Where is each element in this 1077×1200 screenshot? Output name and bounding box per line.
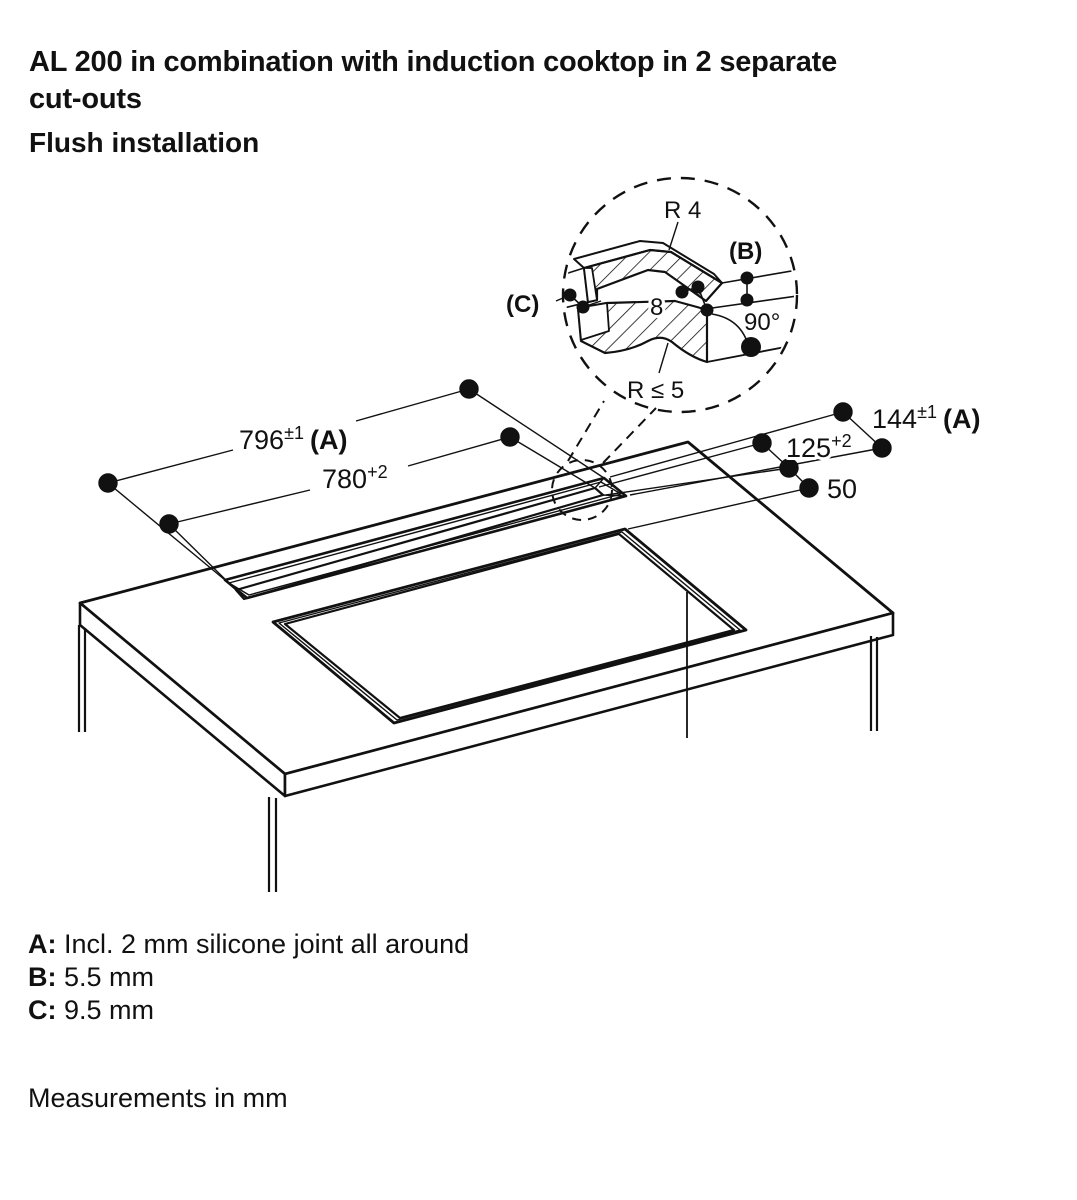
section-surface-mid-right	[711, 295, 794, 309]
detail-label-90: 90°	[744, 309, 780, 336]
dim-line-796-b	[355, 388, 470, 422]
legend-row-a: A:Incl. 2 mm silicone joint all around	[28, 928, 469, 960]
page-title-line1: AL 200 in combination with induction coo…	[29, 46, 838, 78]
page-title: AL 200 in combination with induction coo…	[29, 44, 989, 118]
detail-dots	[563, 271, 761, 357]
page-subtitle: Flush installation	[29, 127, 260, 158]
countertop	[78, 440, 895, 798]
ext-line-125-front	[605, 467, 790, 496]
legend-key-b: B:	[28, 962, 57, 992]
legend-key-c: C:	[28, 995, 57, 1025]
dim-dot	[500, 427, 520, 447]
detail-dot-c1	[563, 288, 577, 302]
detail-dot-8b	[691, 280, 705, 294]
magnifier-connector-left	[567, 400, 605, 462]
detail-dot-90	[741, 337, 761, 357]
detail-label-c: (C)	[506, 291, 539, 318]
detail-dot-c2	[576, 300, 590, 314]
detail-label-b: (B)	[729, 238, 762, 265]
magnifier-connector-right	[602, 407, 657, 464]
detail-circle	[561, 176, 799, 414]
ext-line-780-left	[168, 523, 237, 591]
dim-dot	[159, 514, 179, 534]
measurements-note: Measurements in mm	[28, 1083, 288, 1113]
dim-dot	[872, 438, 892, 458]
dim-label-125: 125+2	[786, 431, 852, 463]
countertop-front-face	[283, 611, 895, 798]
dim-dot	[98, 473, 118, 493]
section-surface-top-right	[721, 269, 794, 284]
legend-text-a: Incl. 2 mm silicone joint all around	[64, 929, 470, 959]
dim-dot	[799, 478, 819, 498]
legend: A:Incl. 2 mm silicone joint all around B…	[28, 928, 469, 1027]
legend-row-b: B:5.5 mm	[28, 961, 469, 993]
table-legs	[77, 592, 879, 892]
dim-dot	[459, 379, 479, 399]
magnifier-source-circle	[551, 459, 613, 521]
dim-line-780-b	[407, 436, 511, 467]
legend-text-b: 5.5 mm	[64, 962, 155, 992]
ext-line-780-right	[509, 436, 596, 489]
dim-label-796: 796±1(A)	[239, 423, 347, 455]
dim-dot	[779, 458, 799, 478]
legend-key-a: A:	[28, 929, 57, 959]
detail-label-r4: R 4	[664, 197, 701, 224]
detail-label-r5: R ≤ 5	[627, 377, 684, 404]
al200-step-wall-right-back	[594, 477, 605, 489]
legend-text-c: 9.5 mm	[64, 995, 155, 1025]
leader-r4	[668, 221, 679, 251]
dim-dot	[752, 433, 772, 453]
ext-line-144-back	[609, 411, 844, 478]
al200-step-wall-left-front	[243, 597, 248, 600]
dimensions-length	[98, 379, 605, 591]
cooktop-step-line	[278, 531, 741, 721]
section-surface-top-left	[566, 267, 585, 275]
dim-dot	[833, 402, 853, 422]
dim-line-780-a	[168, 489, 311, 525]
detail-dot-b2	[740, 293, 754, 307]
detail-label-8: 8	[650, 294, 663, 321]
detail-view: R 4 (B) (C) 8 90° R ≤ 5	[503, 176, 799, 414]
dim-label-144: 144±1(A)	[872, 402, 980, 434]
dimensions-width	[598, 402, 892, 530]
legend-row-c: C:9.5 mm	[28, 994, 469, 1026]
cutout-cooktop	[271, 527, 748, 725]
ext-line-125-back	[598, 442, 763, 488]
section-upper-end-face	[583, 267, 598, 303]
cooktop-inner-hole	[283, 532, 736, 720]
magnifier-link	[551, 400, 657, 521]
page-title-line2: cut-outs	[29, 83, 142, 115]
detail-dot-8c	[700, 303, 714, 317]
ext-line-796-right	[468, 388, 605, 479]
dim-label-780: 780+2	[322, 462, 388, 494]
detail-dot-8a	[675, 285, 689, 299]
detail-dot-b1	[740, 271, 754, 285]
ext-line-144-front	[629, 447, 883, 496]
cooktop-outer-rim	[271, 527, 748, 725]
section-lower-piece	[576, 299, 709, 364]
dim-line-796-a	[107, 449, 234, 484]
al200-step-line	[228, 481, 622, 596]
leader-r5	[658, 342, 669, 374]
ext-line-50-front	[627, 487, 810, 530]
section-profile	[566, 240, 794, 364]
dim-label-50: 50	[827, 474, 857, 504]
